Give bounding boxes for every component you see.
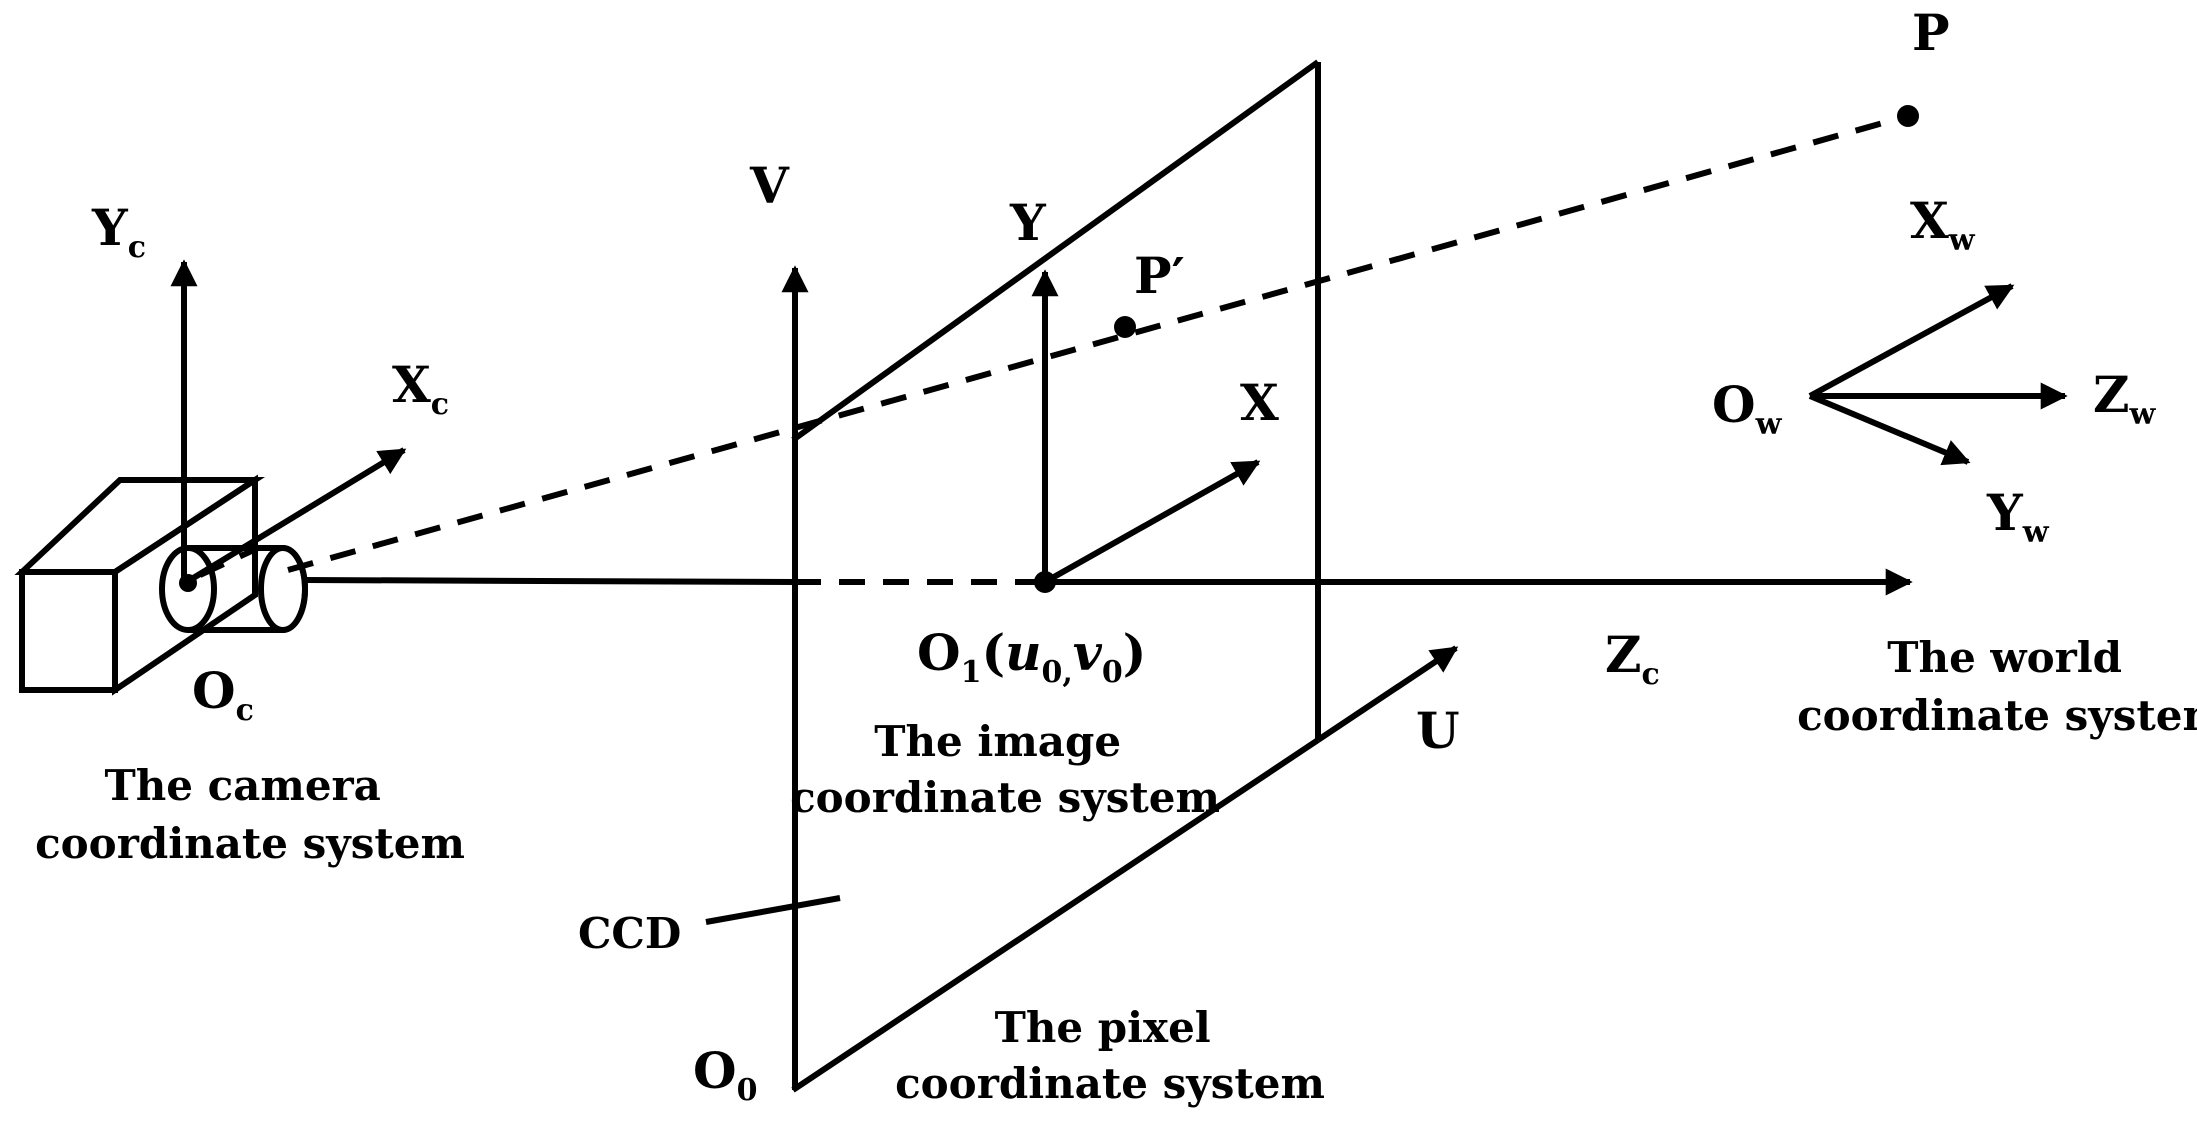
label-oc: Oc — [192, 661, 254, 728]
label-yw: Yw — [1986, 483, 2050, 550]
label-v: V — [749, 156, 790, 215]
label-y: Y — [1009, 193, 1047, 252]
o1-point — [1034, 571, 1056, 593]
projection-ray — [287, 113, 1909, 573]
label-o0: O0 — [693, 1041, 757, 1108]
camera-icon — [14, 474, 308, 696]
image-x-axis — [1043, 459, 1261, 585]
label-x: X — [1240, 373, 1279, 432]
world-xw-axis — [1808, 283, 2015, 399]
caption-pixel: The pixel coordinate system — [895, 1003, 1325, 1108]
label-ow: Ow — [1712, 375, 1783, 442]
p-point — [1897, 105, 1919, 127]
caption-camera: The camera coordinate system — [35, 761, 465, 868]
label-xw: Xw — [1910, 191, 1976, 258]
label-zw: Zw — [2093, 365, 2157, 432]
label-p-prime: P′ — [1134, 246, 1185, 305]
label-o1: O1(u0,v0) — [917, 623, 1146, 690]
camera-xc-axis — [188, 447, 407, 583]
ccd-leader — [705, 895, 841, 925]
label-ccd: CCD — [578, 909, 681, 958]
world-yw-axis — [1808, 393, 1971, 466]
p-prime-point — [1114, 316, 1136, 338]
label-xc: Xc — [392, 355, 449, 422]
caption-image: The image coordinate system — [790, 717, 1220, 822]
optical-axis-solid-left — [304, 577, 796, 585]
caption-world: The world coordinate system — [1797, 633, 2197, 740]
camera-dashed-axis — [198, 545, 260, 578]
label-u: U — [1416, 701, 1460, 760]
image-plane — [781, 59, 1459, 1093]
label-zc: Zc — [1605, 625, 1660, 692]
label-yc: Yc — [91, 198, 146, 265]
label-p: P — [1912, 3, 1950, 62]
